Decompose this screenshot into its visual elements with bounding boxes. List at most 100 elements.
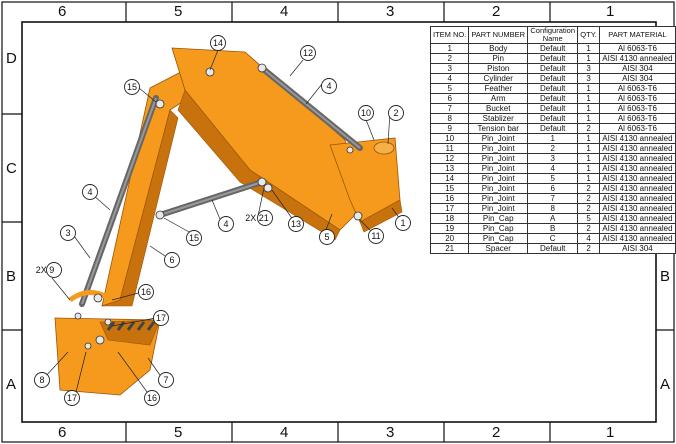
bom-cell-qty: 1 xyxy=(577,153,600,164)
bom-cell-material: AISI 4130 annealed xyxy=(598,173,676,184)
excavator-arm-illustration xyxy=(54,47,403,396)
bom-cell-config: A xyxy=(527,213,579,224)
bom-cell-no: 13 xyxy=(429,163,470,174)
callout-4-middle: 4 xyxy=(218,216,234,232)
svg-text:2: 2 xyxy=(393,108,398,118)
bom-cell-part: Pin_Joint xyxy=(468,173,529,184)
svg-text:6: 6 xyxy=(169,255,174,265)
bom-cell-config: Default xyxy=(527,83,579,94)
bom-cell-no: 3 xyxy=(429,63,470,74)
bom-cell-qty: 2 xyxy=(577,123,600,134)
boom-arm-side xyxy=(101,109,179,307)
callout-5: 5 xyxy=(319,229,335,245)
bom-cell-qty: 2 xyxy=(577,223,600,234)
bom-cell-qty: 2 xyxy=(577,243,600,254)
column-label-2-top: 2 xyxy=(492,3,501,20)
callout-7: 7 xyxy=(158,372,174,388)
bom-cell-material: AISI 4130 annealed xyxy=(598,133,676,144)
svg-text:3: 3 xyxy=(65,228,70,238)
bom-cell-material: AISI 304 xyxy=(598,243,676,254)
callout-2x-9: 2X 9 xyxy=(36,262,62,278)
svg-text:15: 15 xyxy=(127,82,137,92)
column-label-5-top: 5 xyxy=(174,3,183,20)
callout-15: 15 xyxy=(124,79,140,95)
bom-cell-qty: 1 xyxy=(577,83,600,94)
bom-cell-no: 4 xyxy=(429,73,470,84)
bom-cell-part: Spacer xyxy=(468,243,529,254)
bom-cell-material: AISI 4130 annealed xyxy=(598,223,676,234)
bom-cell-config: 7 xyxy=(527,193,579,204)
svg-text:15: 15 xyxy=(189,233,199,243)
bom-cell-qty: 1 xyxy=(577,113,600,124)
column-label-1-top: 1 xyxy=(606,3,615,20)
bom-cell-material: AISI 4130 annealed xyxy=(598,183,676,194)
bom-cell-material: AISI 304 xyxy=(598,73,676,84)
bom-cell-part: Pin_Joint xyxy=(468,193,529,204)
bom-cell-part: Pin_Joint xyxy=(468,143,529,154)
bom-cell-config: Default xyxy=(527,73,579,84)
callout-10: 10 xyxy=(358,105,374,121)
bom-cell-no: 10 xyxy=(429,133,470,144)
bom-cell-no: 21 xyxy=(429,243,470,254)
row-label-C-left: C xyxy=(6,160,17,177)
bom-cell-part: Pin xyxy=(468,53,529,64)
bom-cell-config: Default xyxy=(527,53,579,64)
bom-cell-qty: 1 xyxy=(577,103,600,114)
bom-cell-part: Pin_Cap xyxy=(468,213,529,224)
bom-cell-no: 12 xyxy=(429,153,470,164)
bom-cell-qty: 3 xyxy=(577,63,600,74)
bom-cell-qty: 3 xyxy=(577,73,600,84)
bom-cell-config: Default xyxy=(527,43,579,54)
callout-17-upper: 17 xyxy=(153,310,169,326)
bom-cell-material: AISI 4130 annealed xyxy=(598,203,676,214)
bom-cell-material: AISI 4130 annealed xyxy=(598,213,676,224)
bom-cell-part: Body xyxy=(468,43,529,54)
bom-cell-no: 11 xyxy=(429,143,470,154)
bom-cell-material: AISI 4130 annealed xyxy=(598,233,676,244)
header-configuration: Configuration Name xyxy=(527,26,579,44)
bom-cell-qty: 2 xyxy=(577,193,600,204)
bom-cell-qty: 1 xyxy=(577,133,600,144)
bom-cell-qty: 1 xyxy=(577,93,600,104)
bom-cell-config: 3 xyxy=(527,153,579,164)
bom-cell-no: 14 xyxy=(429,173,470,184)
body-bracket-side xyxy=(359,199,403,233)
svg-text:7: 7 xyxy=(163,375,168,385)
bom-cell-part: Pin_Joint xyxy=(468,153,529,164)
bom-cell-qty: 1 xyxy=(577,53,600,64)
bom-cell-material: Al 6063-T6 xyxy=(598,113,676,124)
bom-cell-material: AISI 4130 annealed xyxy=(598,163,676,174)
bom-cell-qty: 1 xyxy=(577,143,600,154)
bom-cell-material: AISI 4130 annealed xyxy=(598,143,676,154)
bom-cell-part: Pin_Cap xyxy=(468,223,529,234)
callout-12: 12 xyxy=(300,45,316,61)
bom-cell-no: 15 xyxy=(429,183,470,194)
bom-cell-part: Stablizer xyxy=(468,113,529,124)
bom-cell-no: 7 xyxy=(429,103,470,114)
callout-8: 8 xyxy=(34,372,50,388)
bom-cell-no: 20 xyxy=(429,233,470,244)
callout-1: 1 xyxy=(395,215,411,231)
pin-top xyxy=(373,141,395,155)
svg-text:17: 17 xyxy=(67,393,77,403)
callout-4-top: 4 xyxy=(321,78,337,94)
bill-of-materials-table: ITEM NO. PART NUMBER Configuration Name … xyxy=(429,26,676,254)
bom-cell-material: Al 6063-T6 xyxy=(598,93,676,104)
svg-text:14: 14 xyxy=(213,38,223,48)
bom-cell-no: 18 xyxy=(429,213,470,224)
